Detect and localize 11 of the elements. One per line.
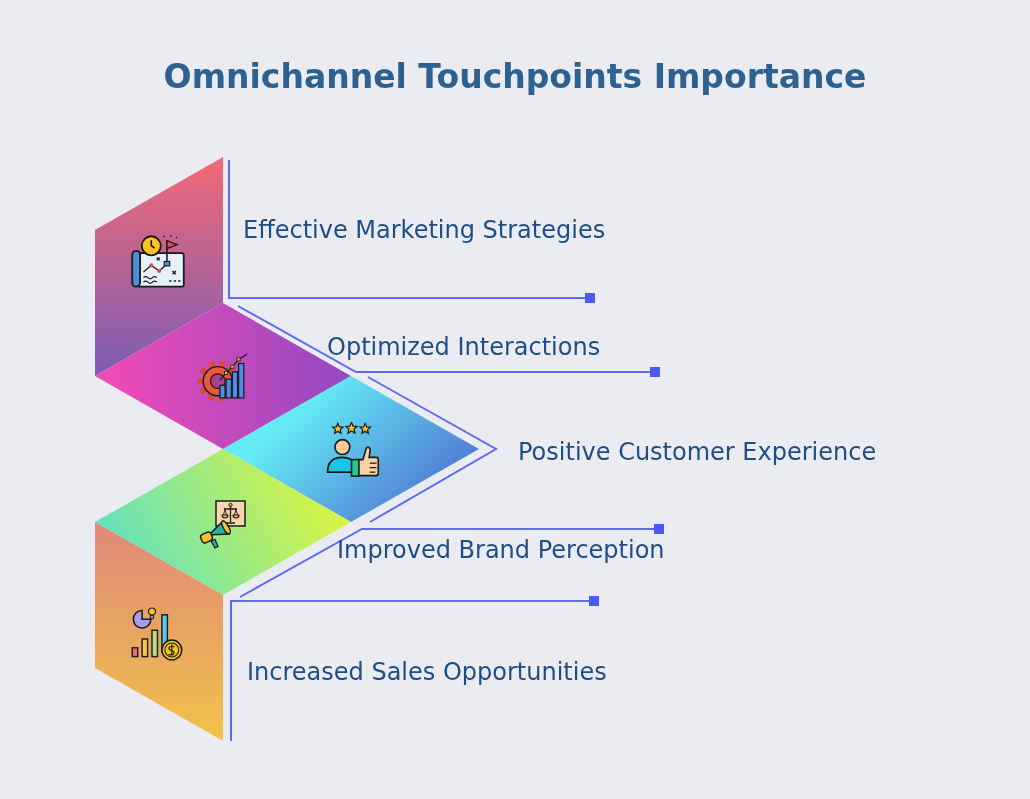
segment-label: Improved Brand Perception [337, 537, 665, 563]
segment-label: Optimized Interactions [327, 334, 601, 360]
leader-line [228, 159, 595, 303]
segment-label: Effective Marketing Strategies [243, 217, 606, 243]
title: Omnichannel Touchpoints Importance [163, 57, 867, 97]
segment-label: Positive Customer Experience [518, 439, 877, 465]
segment-label: Increased Sales Opportunities [247, 659, 607, 685]
leader-line [367, 376, 498, 523]
leader-line [230, 596, 599, 742]
leader-line [239, 524, 664, 598]
leader-line [237, 305, 660, 377]
